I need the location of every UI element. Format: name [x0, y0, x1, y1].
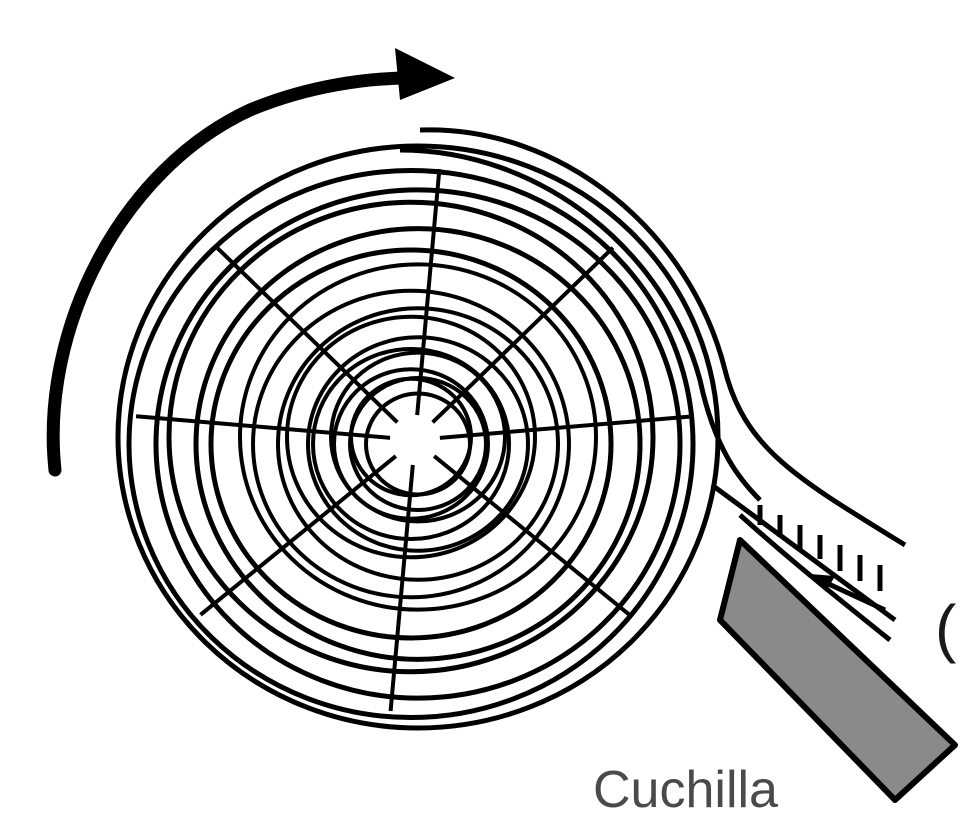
radial-crack — [433, 248, 613, 423]
radial-crack — [434, 456, 629, 615]
partial-label: ( — [935, 596, 956, 660]
blade-label: Cuchilla — [593, 764, 778, 816]
veneer-sheet-icon — [400, 130, 905, 640]
log-ring — [118, 146, 718, 728]
log-rings-icon — [118, 146, 718, 728]
